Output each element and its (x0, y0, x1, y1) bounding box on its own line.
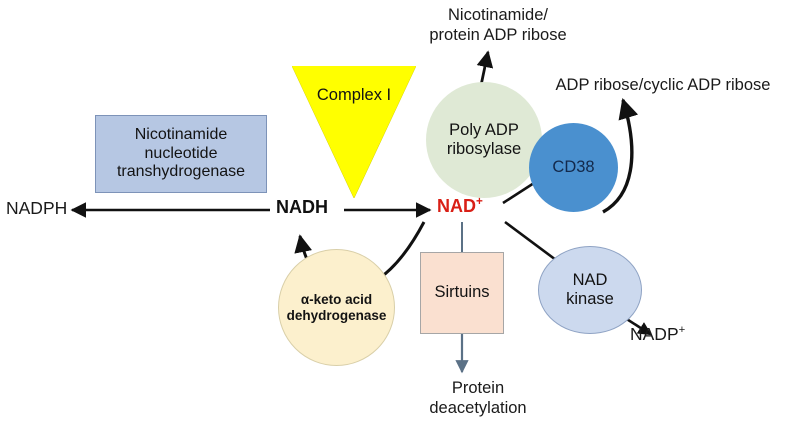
node-complex-i: Complex I (292, 66, 416, 198)
label-nadp-plus-charge: + (678, 324, 686, 337)
node-label-sirtuins: Sirtuins (434, 283, 490, 302)
label-nadp-plus: NADP+ (630, 324, 740, 345)
label-nadh: NADH (276, 197, 328, 217)
label-nad-plus-base: NAD (437, 196, 476, 216)
node-keto-acid-dehydrogenase: α-keto acid dehydrogenase (278, 249, 395, 366)
node-label-nad-kinase: NAD kinase (566, 270, 614, 308)
node-sirtuins: Sirtuins (420, 252, 504, 334)
node-label-cd38: CD38 (552, 157, 595, 176)
node-poly-adp-ribosylase: Poly ADP ribosylase (426, 82, 542, 198)
node-label-complex-i: Complex I (316, 86, 392, 104)
label-protein-deacetylation: Protein deacetylation (429, 379, 527, 417)
label-nicotinamide-protein-adp-ribose: Nicotinamide/ protein ADP ribose (429, 6, 567, 44)
label-nad-plus-charge: + (476, 195, 483, 208)
edge-nad-to-nad-kinase (504, 220, 557, 262)
node-label-poly-adp-ribosylase: Poly ADP ribosylase (446, 120, 522, 158)
label-adp-ribose-cyclic-adp-ribose: ADP ribose/cyclic ADP ribose (555, 76, 771, 94)
node-nad-kinase: NAD kinase (538, 246, 642, 334)
label-nad-plus: NAD+ (437, 196, 483, 217)
node-label-keto-acid-dehydrogenase: α-keto acid dehydrogenase (286, 291, 387, 323)
label-nadp-plus-base: NADP (630, 324, 679, 344)
node-cd38: CD38 (529, 123, 618, 212)
node-nicotinamide-nucleotide-transhydrogenase: Nicotinamide nucleotide transhydrogenase (95, 115, 267, 193)
label-nadph: NADPH (6, 198, 68, 218)
node-label-transhydrogenase: Nicotinamide nucleotide transhydrogenase (116, 125, 246, 181)
